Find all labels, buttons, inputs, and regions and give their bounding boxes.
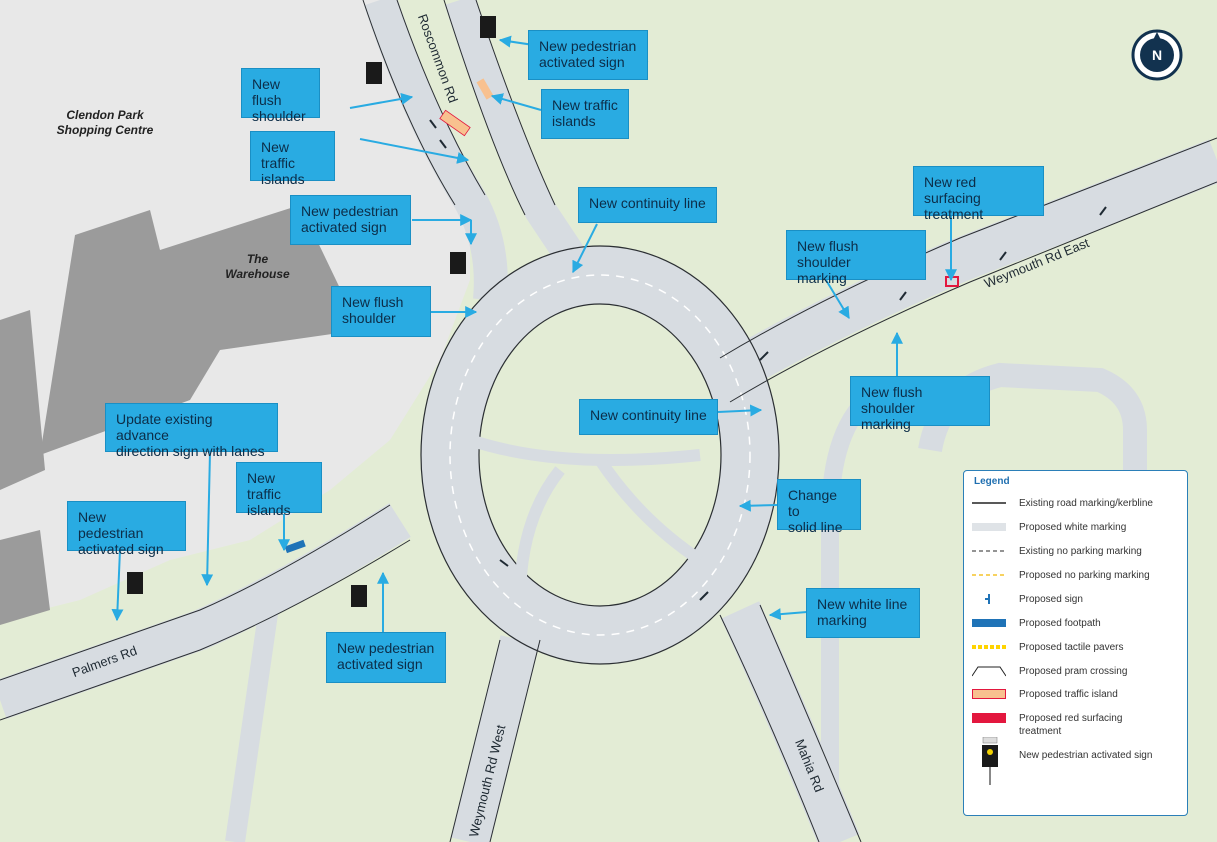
road-palmers (0, 503, 411, 719)
proposed-sign-icon (972, 593, 1006, 608)
compass-letter: N (1152, 47, 1162, 63)
callout-flush-shoulder-top: New flush shoulder (241, 68, 320, 124)
callout-continuity-line-top: New continuity line (578, 187, 717, 223)
traffic-island-icon (972, 688, 1006, 703)
legend-label: New pedestrian activated sign (1019, 750, 1153, 761)
place-label-shopping-centre: Clendon Park Shopping Centre (56, 108, 154, 137)
callout-pedestrian-sign-top: New pedestrian activated sign (528, 30, 648, 80)
legend-label: Proposed no parking marking (1019, 570, 1150, 581)
callout-pedestrian-sign-palmers: New pedestrian activated sign (67, 501, 186, 557)
legend-label: Proposed traffic island (1019, 689, 1118, 700)
north-compass-icon: N (1131, 29, 1183, 81)
pedestrian-sign-icons (127, 16, 496, 607)
callout-flush-shoulder-mid: New flush shoulder (331, 286, 431, 337)
callout-traffic-islands-top: New traffic islands (541, 89, 629, 139)
road-weymouth-west (450, 635, 540, 842)
ped-sign-icon (972, 736, 1006, 788)
callout-white-line-marking: New white line marking (806, 588, 920, 638)
callout-solid-line: Change to solid line (777, 479, 861, 535)
pram-crossing-icon (971, 665, 1007, 680)
place-label-warehouse: The Warehouse (225, 252, 290, 281)
proposed-footpath-icon (972, 617, 1006, 632)
proposed-white-icon (972, 521, 1006, 536)
callout-pedestrian-sign-roscommon: New pedestrian activated sign (290, 195, 411, 245)
tactile-pavers-icon (972, 641, 1006, 656)
callout-flush-shoulder-marking-right: New flush shoulder marking (850, 376, 990, 432)
building-warehouse (40, 205, 360, 455)
legend-label: Proposed pram crossing (1019, 666, 1128, 677)
road-roscommon-west (363, 0, 508, 302)
callout-red-surfacing: New red surfacing treatment (913, 166, 1044, 222)
callout-traffic-islands-left: New traffic islands (250, 131, 335, 187)
legend-label: Proposed red surfacing treatment (1019, 713, 1123, 737)
callout-advance-direction-sign: Update existing advance direction sign w… (105, 403, 278, 459)
legend-title: Legend (974, 476, 1010, 487)
callout-continuity-line-mid: New continuity line (579, 399, 718, 435)
legend-label: Proposed sign (1019, 594, 1083, 605)
interior-paths (468, 434, 704, 601)
proposed-traffic-island (439, 109, 471, 137)
red-surfacing-icon (972, 712, 1006, 727)
legend-label: Proposed footpath (1019, 618, 1101, 629)
road-palmers-side (225, 598, 280, 842)
callout-pedestrian-sign-bottom: New pedestrian activated sign (326, 632, 446, 683)
legend-label: Existing no parking marking (1019, 546, 1142, 557)
hatch-markings (429, 119, 1107, 601)
legend-label: Existing road marking/kerbline (1019, 498, 1153, 509)
legend-label: Proposed white marking (1019, 522, 1127, 533)
building-left (0, 310, 45, 490)
roundabout-outline-outer (420, 245, 780, 665)
roundabout-outline-inner (478, 303, 722, 607)
existing-marking-icon (972, 497, 1006, 512)
building-bottom-left (0, 530, 50, 625)
callout-traffic-islands-palmers: New traffic islands (236, 462, 322, 518)
roundabout-lane-line (449, 274, 751, 636)
existing-no-parking-icon (972, 545, 1006, 560)
legend-label: Proposed tactile pavers (1019, 642, 1124, 653)
proposed-traffic-island (476, 78, 494, 100)
callout-flush-shoulder-marking-top: New flush shoulder marking (786, 230, 926, 286)
proposed-no-parking-icon (972, 569, 1006, 584)
